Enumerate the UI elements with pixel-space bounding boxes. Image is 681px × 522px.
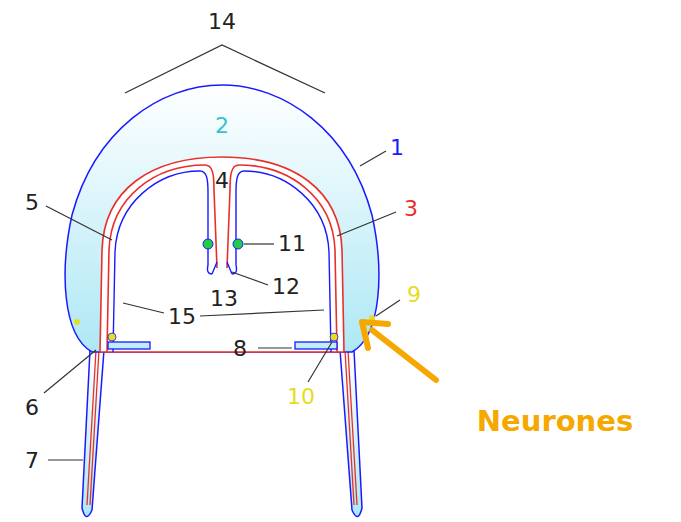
callout-number: 4 <box>215 170 229 192</box>
callout-number: 7 <box>25 450 39 472</box>
callout-number: 15 <box>168 306 196 328</box>
callout-number: 14 <box>208 11 236 33</box>
callout-number: 12 <box>272 276 300 298</box>
callout-number: 6 <box>25 397 39 419</box>
callout-number: 11 <box>278 233 306 255</box>
callout-number: 5 <box>25 192 39 214</box>
callout-number: 1 <box>390 137 404 159</box>
callout-number: 13 <box>210 288 238 310</box>
callout-number: 9 <box>407 284 421 306</box>
callout-number: 2 <box>215 115 229 137</box>
neurones-label: Neurones <box>477 407 633 436</box>
callout-number: 10 <box>287 386 315 408</box>
callout-number: 8 <box>233 338 247 360</box>
callout-number: 3 <box>404 198 418 220</box>
